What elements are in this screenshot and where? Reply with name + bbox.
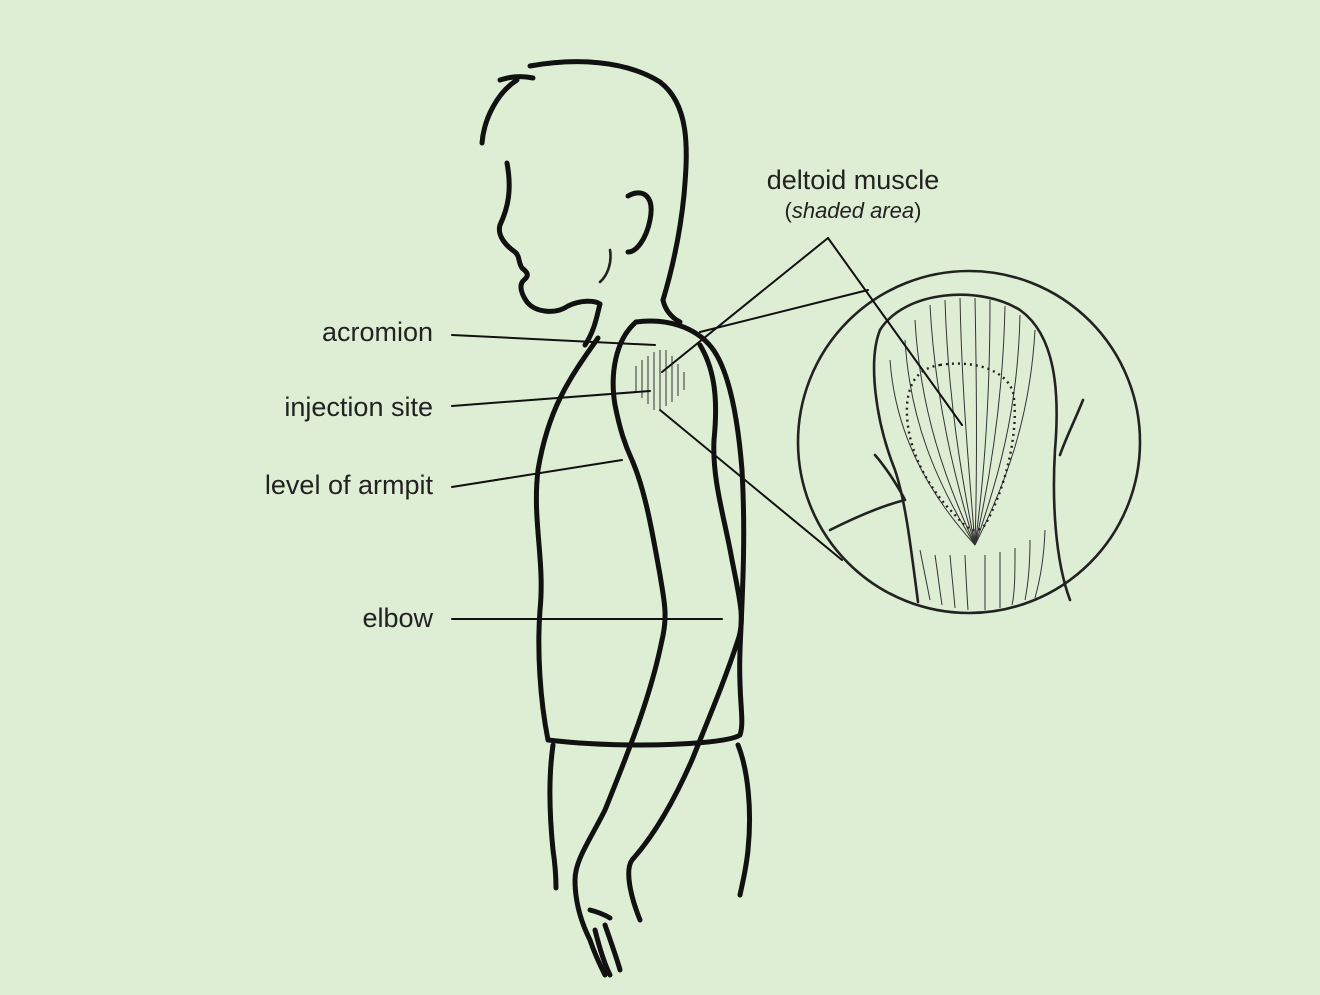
leader-armpit [451, 459, 623, 488]
upper-arm-outer [610, 319, 668, 643]
forearm-front [572, 637, 665, 978]
label-acromion-group: acromion [322, 317, 656, 347]
label-armpit-group: level of armpit [265, 459, 623, 500]
inset-connector-bottom [659, 409, 843, 561]
hair-line [479, 77, 520, 146]
human-figure [479, 59, 753, 978]
label-elbow-group: elbow [362, 603, 723, 633]
inset-shoulder [878, 293, 1072, 602]
torso-front [533, 335, 601, 743]
magnified-inset [659, 269, 1142, 615]
label-elbow: elbow [362, 603, 433, 633]
leader-injection-site [451, 390, 651, 407]
inset-connector-top [699, 289, 869, 333]
inset-back-line [1058, 398, 1085, 457]
deltoid-fibres [889, 297, 1046, 611]
leader-deltoid-to-inset [827, 237, 963, 426]
leg-back [735, 742, 753, 898]
label-deltoid-sub: shaded area [792, 198, 914, 223]
label-deltoid-group: deltoid muscle (shaded area) [661, 165, 963, 426]
inset-arm-front [872, 328, 920, 604]
label-deltoid-sub-line: (shaded area) [785, 198, 922, 223]
forearm-back [626, 637, 741, 923]
head-outline [527, 59, 689, 303]
label-acromion: acromion [322, 317, 433, 347]
label-deltoid-close: ) [914, 198, 921, 223]
label-armpit: level of armpit [265, 470, 434, 500]
label-injection-site: injection site [284, 392, 433, 422]
face-profile [496, 160, 603, 314]
leg-front [547, 742, 559, 891]
leader-deltoid-to-arm [661, 237, 829, 373]
label-deltoid-open: ( [785, 198, 793, 223]
inset-armpit-line [828, 453, 907, 532]
hair-fringe [497, 74, 536, 83]
hand [587, 907, 623, 978]
label-injection-site-group: injection site [284, 390, 651, 422]
label-deltoid-title: deltoid muscle [767, 165, 940, 195]
inset-circle [796, 269, 1142, 615]
jaw-line [598, 248, 612, 284]
neck-back [660, 297, 683, 325]
upper-arm-back [697, 342, 744, 643]
ear [625, 190, 654, 255]
leader-acromion [451, 334, 656, 346]
